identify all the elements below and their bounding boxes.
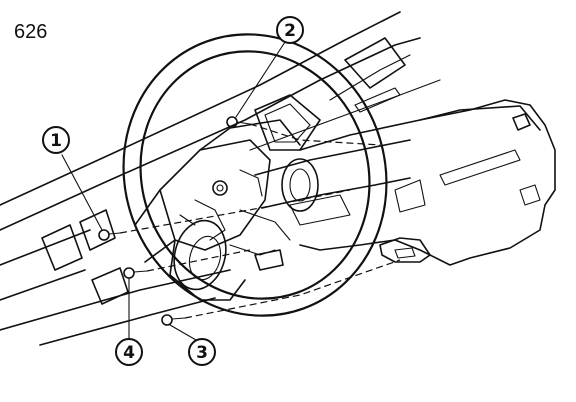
- bolts: [98, 116, 251, 326]
- steering-wheel-hub: [134, 119, 301, 301]
- callout-3: 3: [188, 338, 216, 366]
- bolt-4: [123, 267, 148, 279]
- steering-wheel-rim: [122, 33, 388, 317]
- dashboard: [0, 11, 441, 346]
- bolt-3: [161, 314, 186, 326]
- guide-lines: [119, 123, 401, 319]
- callout-1: 1: [42, 126, 70, 154]
- callout-1-label: 1: [50, 131, 62, 151]
- figure-number: 626: [14, 21, 47, 43]
- steering-column-cover: [254, 99, 556, 266]
- callout-2-label: 2: [284, 21, 296, 41]
- callout-4-label: 4: [123, 343, 135, 363]
- bolt-2: [226, 116, 251, 128]
- callout-4: 4: [115, 338, 143, 366]
- bolt-1: [98, 229, 121, 241]
- leader-lines: [61, 41, 286, 341]
- callout-3-label: 3: [196, 343, 208, 363]
- callout-2: 2: [276, 16, 304, 44]
